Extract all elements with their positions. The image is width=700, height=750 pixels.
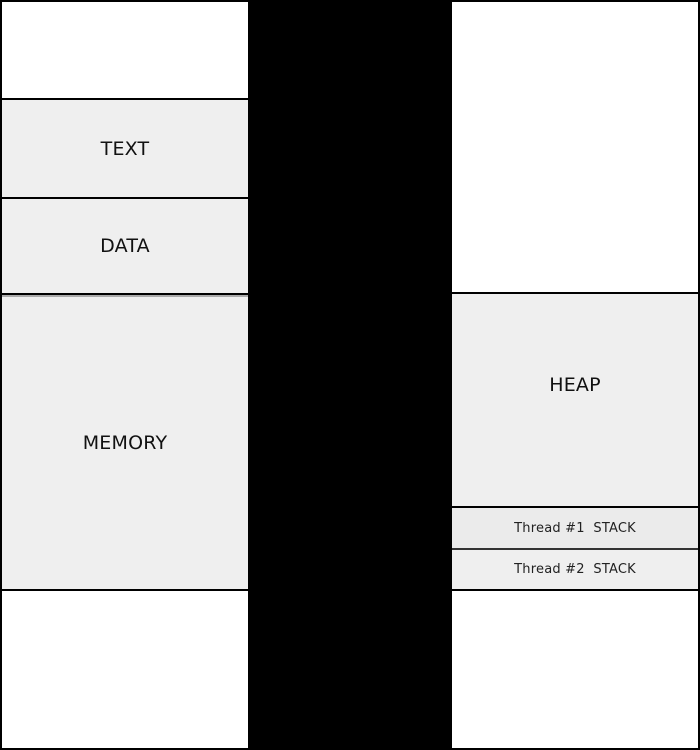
divider [2, 589, 248, 591]
segment-thread1-stack-label: Thread #1 STACK [514, 520, 636, 536]
divider [452, 506, 698, 508]
segment-data: DATA [2, 199, 248, 293]
segment-memory: MEMORY [2, 297, 248, 589]
segment-heap: HEAP [452, 294, 698, 506]
segment-thread2-stack-label: Thread #2 STACK [514, 562, 636, 577]
process-memory-column: TEXT DATA MEMORY [2, 2, 248, 748]
segment-thread1-stack: Thread #1 STACK [452, 508, 698, 548]
segment-heap-label: HEAP [549, 374, 601, 396]
divider [452, 589, 698, 591]
segment-data-label: DATA [100, 235, 150, 257]
divider-shadow [2, 295, 248, 297]
divider [2, 98, 248, 100]
divider [452, 548, 698, 550]
divider [2, 197, 248, 199]
divider [2, 293, 248, 295]
memory-detail-column: HEAP Thread #1 STACK Thread #2 STACK [452, 2, 698, 748]
segment-thread2-stack: Thread #2 STACK [452, 550, 698, 589]
segment-text-label: TEXT [100, 137, 150, 160]
divider [452, 292, 698, 294]
segment-text: TEXT [2, 100, 248, 197]
segment-memory-label: MEMORY [82, 432, 168, 454]
